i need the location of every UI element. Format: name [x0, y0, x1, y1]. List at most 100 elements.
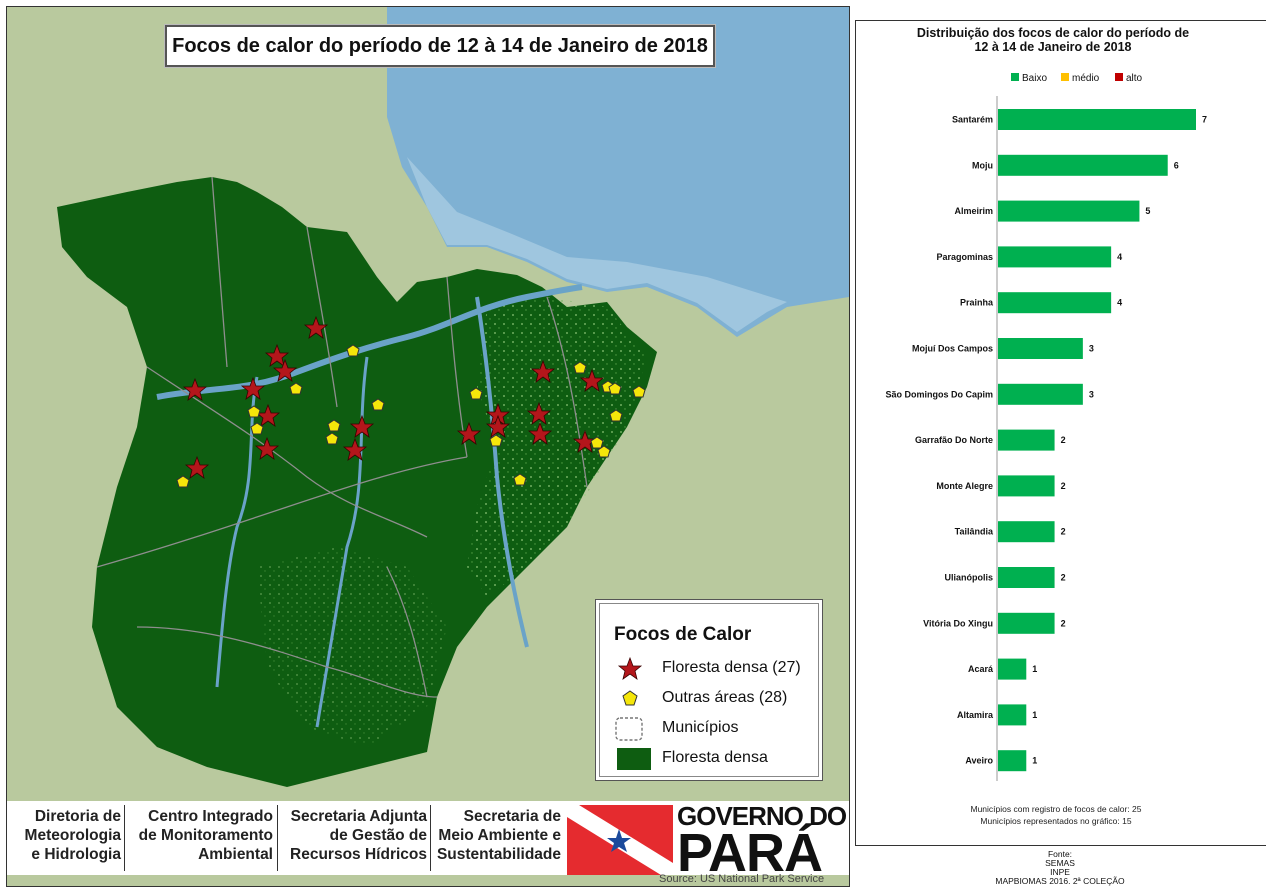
category-label: São Domingos Do Capim — [885, 389, 993, 399]
bar — [998, 154, 1168, 176]
tocantins-river — [475, 296, 529, 648]
map-source: Source: US National Park Service — [659, 873, 825, 885]
org-line: de Gestão de — [329, 827, 427, 844]
pentagon-icon — [371, 398, 385, 411]
org-cima: Centro Integrado de Monitoramento Ambien… — [127, 807, 273, 864]
legend-label: Floresta densa — [662, 749, 768, 766]
pentagon-icon — [622, 690, 638, 706]
legend-label: alto — [1126, 73, 1143, 84]
legend-swatch — [1061, 73, 1069, 81]
star-icon — [526, 401, 552, 425]
org-line: Diretoria de — [34, 808, 121, 825]
org-semas: Secretaria de Meio Ambiente e Sustentabi… — [433, 807, 561, 864]
map-frame: Focos de calor do período de 12 à 14 de … — [6, 6, 850, 887]
fonte-line: MAPBIOMAS 2016. 2ª COLEÇÃO — [995, 876, 1125, 886]
org-line: de Monitoramento — [138, 827, 273, 844]
governo-logo: GOVERNO DO PARÁ — [677, 801, 847, 883]
star-icon — [530, 359, 556, 383]
tapajos-river — [215, 376, 259, 688]
data-label: 1 — [1032, 756, 1037, 766]
star-icon — [456, 421, 482, 445]
bar — [998, 383, 1083, 405]
other-hotspot-markers — [176, 344, 646, 488]
footnote-2: Municípios representados no gráfico: 15 — [980, 816, 1131, 826]
forest-hotspot-markers — [182, 315, 605, 479]
legend-label: Municípios — [662, 719, 739, 736]
org-line: Meteorologia — [24, 827, 121, 844]
para-flag-icon — [567, 805, 673, 875]
legend-entry-baixo: Baixo — [1011, 73, 1047, 84]
category-label: Almeirim — [954, 206, 993, 216]
data-label: 1 — [1032, 664, 1037, 674]
green-box-icon — [617, 748, 651, 770]
category-label: Garrafão Do Norte — [915, 435, 993, 445]
pentagon-icon — [247, 405, 261, 418]
star-icon — [485, 414, 511, 438]
bar — [998, 704, 1027, 726]
data-label: 4 — [1117, 298, 1122, 308]
chart-legend: Baixo médio alto — [1011, 73, 1143, 84]
data-label: 2 — [1061, 527, 1066, 537]
data-label: 4 — [1117, 252, 1122, 262]
fonte-line: SEMAS — [1045, 858, 1075, 868]
fonte-line: Fonte: — [1047, 849, 1073, 859]
category-label: Prainha — [960, 298, 994, 308]
data-label: 5 — [1145, 206, 1150, 216]
map-canvas — [7, 7, 849, 886]
org-line: Recursos Hídricos — [290, 846, 427, 863]
pentagon-icon — [325, 432, 339, 445]
bar — [998, 567, 1055, 588]
org-dmh: Diretoria de Meteorologia e Hidrologia — [17, 807, 121, 864]
pentagon-icon — [489, 434, 503, 447]
category-label: Moju — [972, 160, 993, 170]
data-label: 2 — [1061, 573, 1066, 583]
bar — [998, 292, 1112, 314]
bar-chart: Distribuição dos focos de calor do perío… — [885, 26, 1207, 826]
fonte-block: Fonte: SEMAS INPE MAPBIOMAS 2016. 2ª COL… — [965, 850, 1155, 886]
star-icon — [342, 437, 368, 461]
star-icon — [240, 376, 266, 400]
legend-entry-médio: médio — [1061, 73, 1100, 84]
municipality-borders — [96, 176, 588, 698]
map-legend: Focos de Calor Floresta densa (27) Outra… — [595, 599, 823, 781]
org-line: Centro Integrado — [148, 808, 273, 825]
star-icon — [527, 421, 553, 445]
data-label: 3 — [1089, 344, 1094, 354]
logo-line1: GOVERNO DO — [677, 801, 847, 831]
legend-label: Baixo — [1022, 73, 1047, 84]
data-label: 2 — [1061, 618, 1066, 628]
legend-title: Focos de Calor — [614, 624, 752, 645]
org-line: e Hidrologia — [31, 846, 121, 863]
org-line: Sustentabilidade — [436, 846, 561, 863]
legend-item-forest-hotspot: Floresta densa (27) — [610, 656, 820, 682]
bar — [998, 429, 1055, 451]
bar — [998, 521, 1055, 543]
bar — [998, 200, 1140, 222]
legend-label: Floresta densa (27) — [662, 659, 801, 676]
chart-title-line2: 12 à 14 de Janeiro de 2018 — [974, 40, 1131, 54]
pentagon-icon — [632, 385, 646, 398]
credits-bar: Diretoria de Meteorologia e Hidrologia C… — [7, 801, 849, 883]
star-icon — [254, 436, 280, 460]
star-icon — [255, 403, 281, 427]
pentagon-icon — [609, 409, 623, 422]
star-icon — [184, 455, 210, 479]
pentagon-icon — [289, 382, 303, 395]
pentagon-icon — [469, 387, 483, 400]
star-icon — [272, 358, 298, 382]
category-label: Altamira — [957, 710, 994, 720]
star-icon — [182, 377, 208, 401]
pentagon-icon — [608, 382, 622, 395]
legend-item-municipalities: Municípios — [610, 716, 820, 742]
fonte-line: INPE — [1050, 867, 1070, 877]
bar — [998, 612, 1055, 634]
data-label: 2 — [1061, 481, 1066, 491]
bar — [998, 338, 1083, 359]
chart-panel: Distribuição dos focos de calor do perío… — [855, 20, 1266, 846]
pentagon-icon — [250, 422, 264, 435]
category-label: Mojuí Dos Campos — [912, 344, 993, 354]
map-title: Focos de calor do período de 12 à 14 de … — [165, 25, 715, 67]
data-label: 3 — [1089, 389, 1094, 399]
logo-line2: PARÁ — [677, 823, 823, 883]
